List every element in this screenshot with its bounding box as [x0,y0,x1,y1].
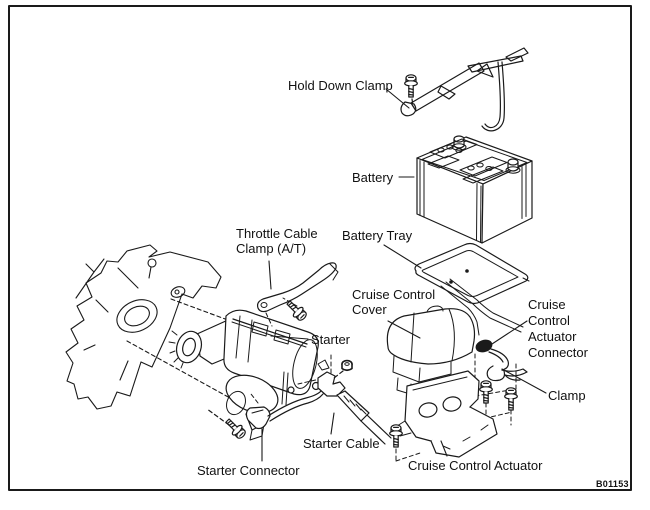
cruise-control-actuator-illustration [397,371,497,457]
engine-block-illustration [66,245,236,409]
clamp-bolt-icon [479,380,493,404]
clamp-illustration [487,366,504,381]
hold-down-clamp-bolt-icon [404,74,418,106]
label-cruise-control-actuator: Cruise Control Actuator [408,458,543,473]
figure-code: B01153 [596,479,629,489]
clamp-bolt2-icon [504,387,518,411]
starter-illustration [169,310,322,440]
label-battery: Battery [352,170,394,185]
label-hold-down-clamp: Hold Down Clamp [288,78,393,93]
starter-connector-illustration [246,390,323,429]
label-starter: Starter [311,332,351,347]
actuator-bolt-icon [389,424,420,461]
actuator-cables-illustration [441,279,523,335]
battery-illustration [417,136,532,243]
label-starter-cable: Starter Cable [303,436,380,451]
throttle-cable-clamp-illustration [258,263,338,326]
hold-down-clamp-illustration [401,48,528,131]
battery-tray-illustration [415,244,529,304]
label-starter-connector: Starter Connector [197,463,300,478]
label-cruise-control-cover: Cruise Control Cover [352,287,436,317]
starter-connector-bolt-icon [207,409,249,442]
starter-cable-nut-icon [334,361,352,378]
label-battery-tray: Battery Tray [342,228,413,243]
label-throttle-cable-clamp: Throttle Cable Clamp (A/T) [236,226,318,256]
starter-cable-illustration [318,355,391,444]
actuator-connector-illustration [475,338,527,380]
cruise-control-cover-illustration [387,306,474,394]
leader-lines [262,89,546,461]
figure-border [9,6,631,490]
label-clamp: Clamp [548,388,586,403]
label-cruise-control-actuator-connector: Cruise Control Actuator Connector [528,297,588,360]
